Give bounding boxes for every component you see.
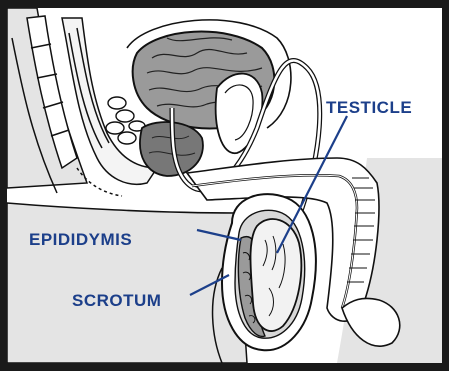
testicle-label: TESTICLE bbox=[326, 98, 412, 118]
diagram-canvas: TESTICLE EPIDIDYMIS SCROTUM bbox=[7, 8, 442, 363]
pubic-bone bbox=[216, 74, 263, 154]
scrotum-label: SCROTUM bbox=[72, 291, 161, 311]
seminal-vesicle bbox=[106, 97, 145, 144]
bladder bbox=[127, 20, 291, 129]
epididymis-label: EPIDIDYMIS bbox=[29, 230, 132, 250]
